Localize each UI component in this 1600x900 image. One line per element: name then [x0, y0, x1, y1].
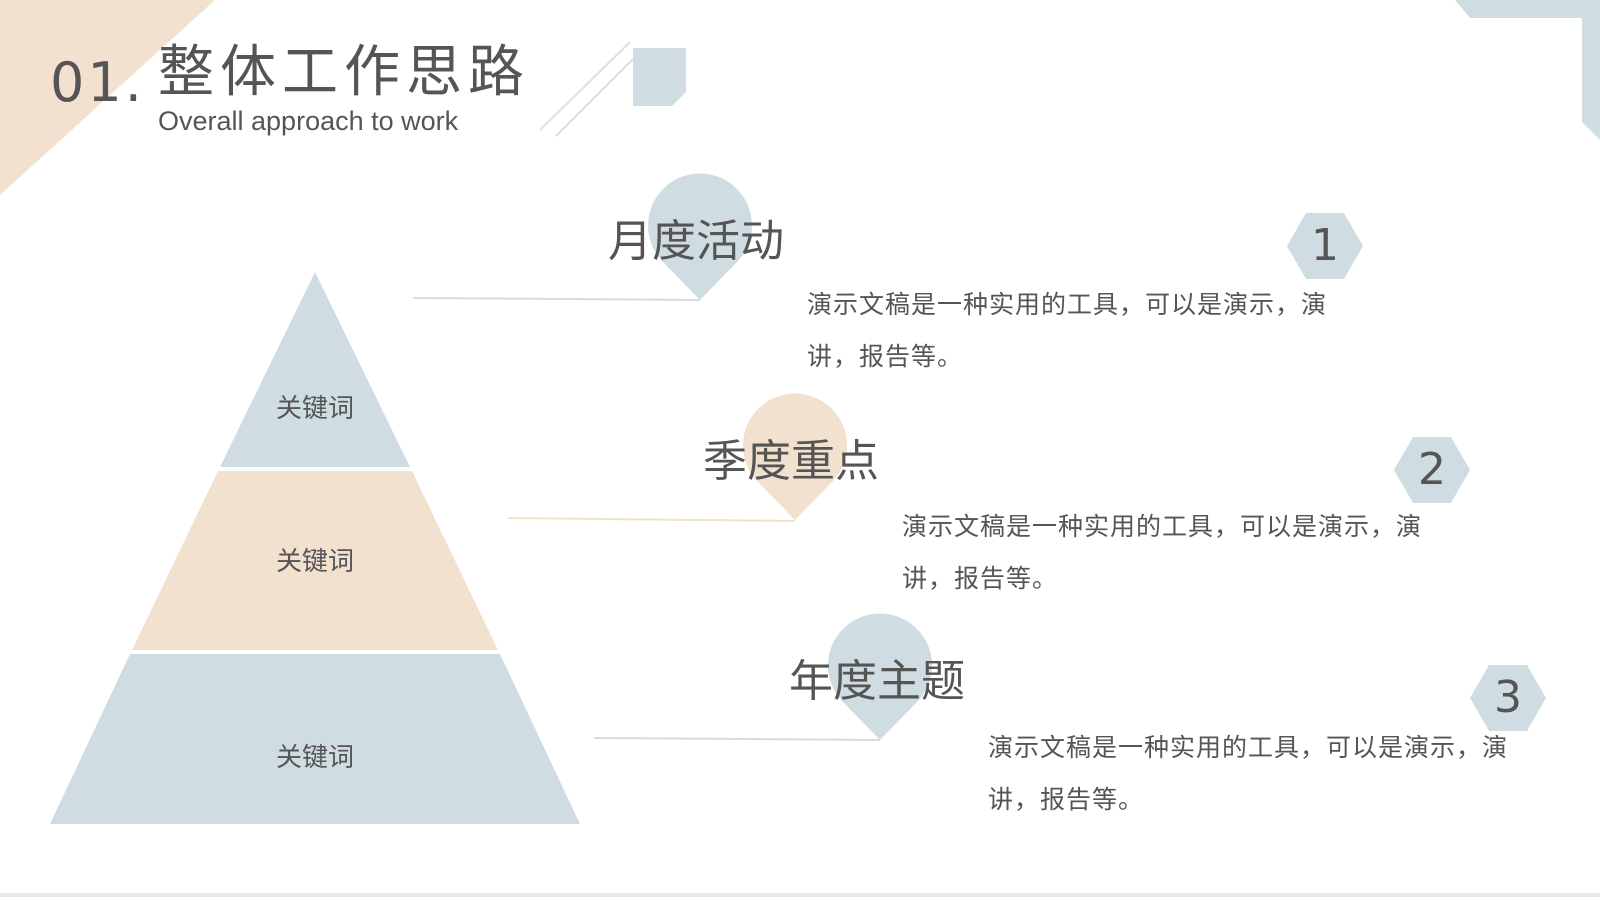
corner-beige-shape [0, 0, 215, 195]
connector-line-3 [593, 737, 881, 741]
marker-drop-1 [647, 173, 752, 300]
item-number-3: 3 [1494, 672, 1522, 723]
pyramid-label-middle: 关键词 [275, 547, 354, 577]
item-desc-2: 演示文稿是一种实用的工具，可以是演示，演讲，报告等。 [902, 512, 1423, 593]
bottom-divider [0, 893, 1600, 897]
pyramid-tier-bottom [50, 654, 580, 824]
corner-blue-shape [1455, 0, 1600, 140]
header-diagonal-line [539, 41, 631, 131]
item-number-2: 2 [1418, 444, 1446, 495]
hexagon-badge-1 [1287, 213, 1363, 279]
item-number-1: 1 [1311, 220, 1339, 271]
header-square-shape [633, 48, 686, 106]
pyramid-label-top: 关键词 [275, 394, 354, 424]
pyramid-tier-top [220, 272, 410, 467]
page-subtitle: Overall approach to work [158, 106, 459, 136]
item-desc-1: 演示文稿是一种实用的工具，可以是演示，演讲，报告等。 [807, 290, 1328, 371]
section-number: 01. [50, 51, 145, 114]
item-desc-3: 演示文稿是一种实用的工具，可以是演示，演讲，报告等。 [988, 733, 1509, 814]
pyramid-label-bottom: 关键词 [275, 743, 354, 773]
marker-drop-3 [828, 613, 932, 740]
hexagon-badge-3 [1470, 665, 1546, 731]
marker-drop-2 [743, 393, 848, 520]
hexagon-badge-2 [1394, 437, 1470, 503]
connector-line-1 [412, 297, 701, 301]
page-title: 整体工作思路 [158, 40, 530, 105]
item-title-3: 年度主题 [789, 656, 965, 707]
pyramid-tier-middle [132, 471, 498, 650]
connector-line-2 [507, 517, 796, 522]
item-title-1: 月度活动 [608, 216, 784, 267]
item-title-2: 季度重点 [703, 436, 879, 487]
header-diagonal-line [555, 51, 641, 137]
